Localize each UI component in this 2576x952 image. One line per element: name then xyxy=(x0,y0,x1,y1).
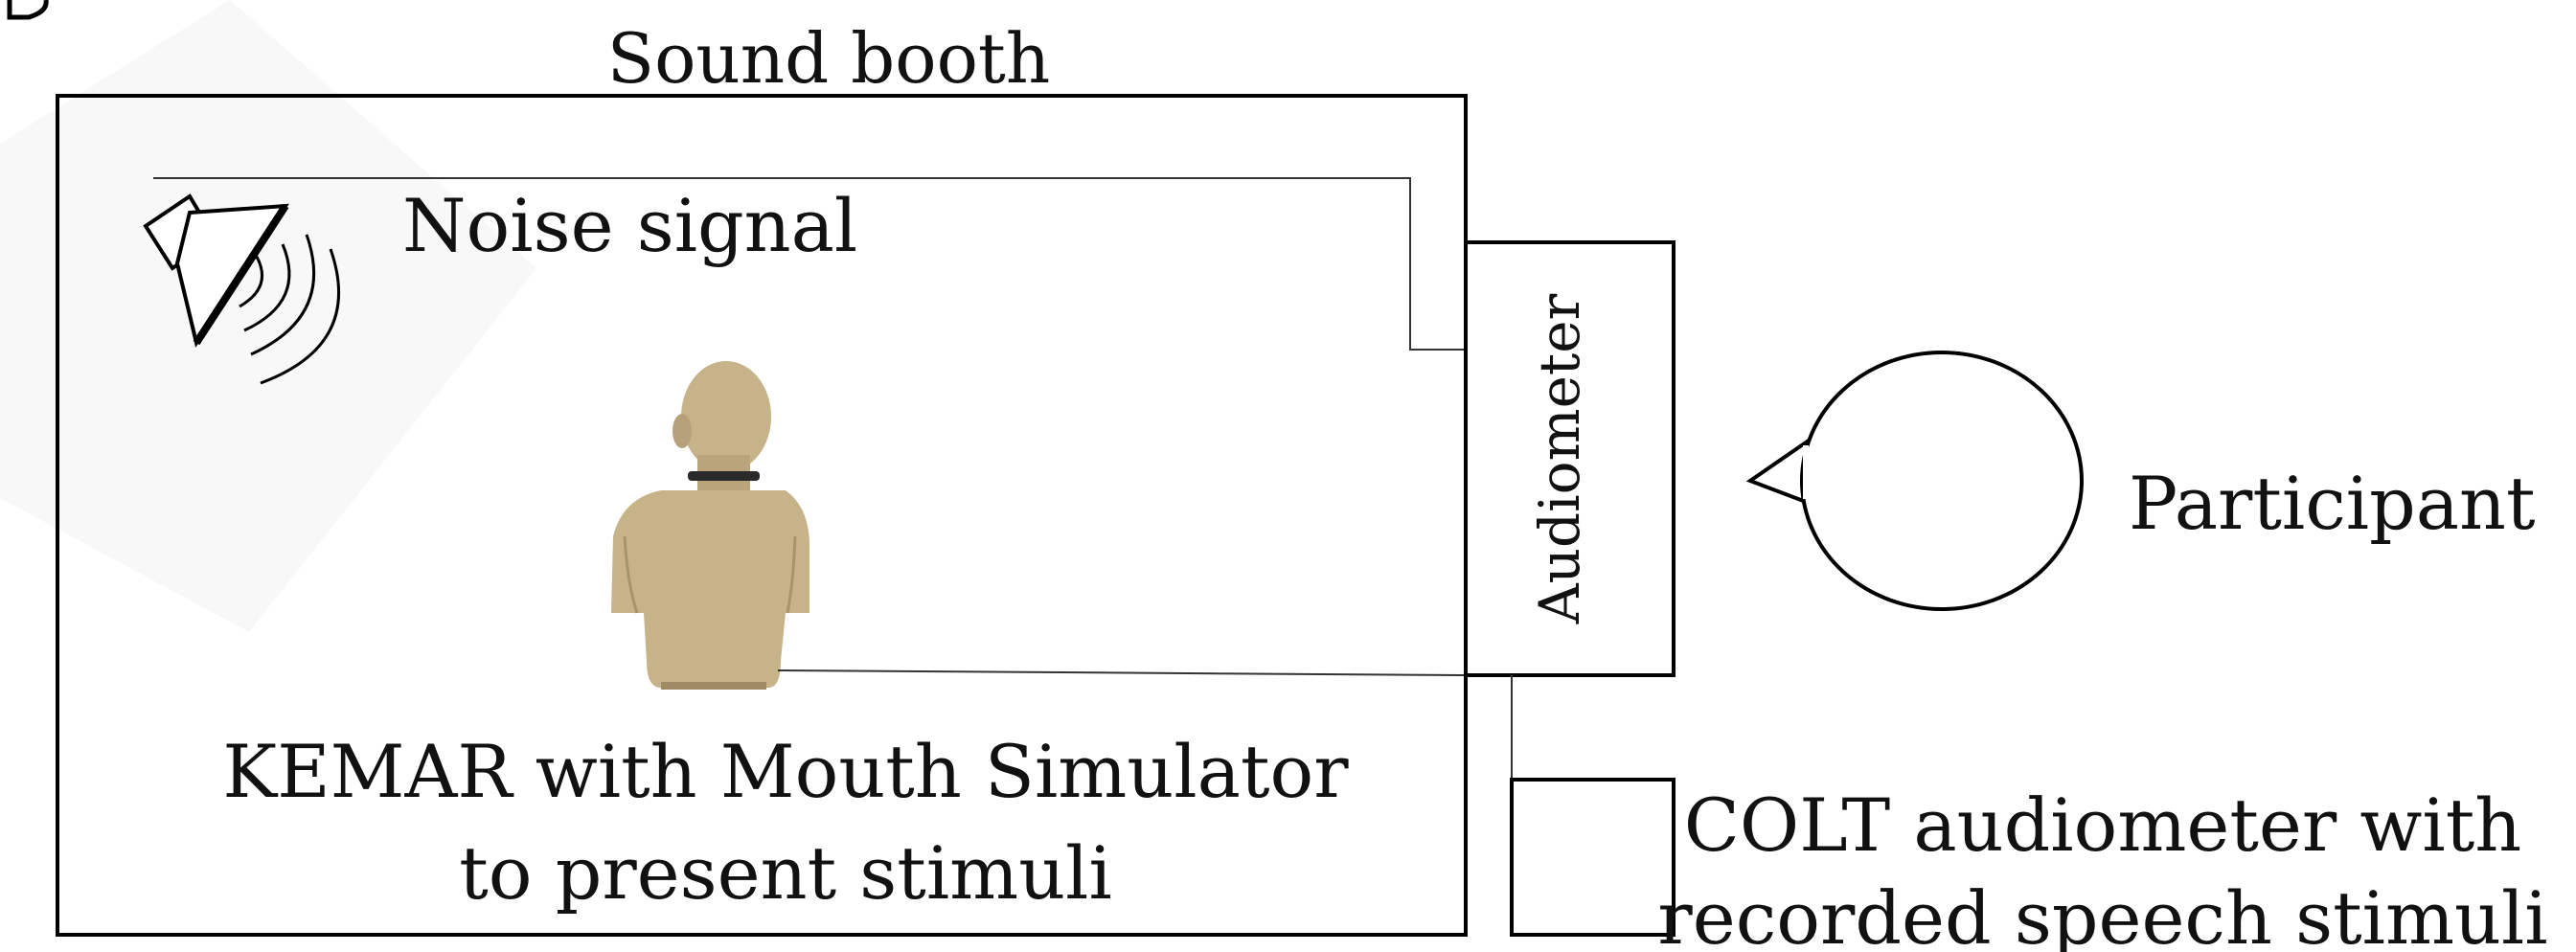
participant-label: Participant xyxy=(2129,461,2536,546)
kemar-label-line2: to present stimuli xyxy=(459,830,1112,916)
participant-head-icon xyxy=(1745,351,2084,611)
audiometer-label: Audiometer xyxy=(1527,293,1592,624)
kemar-wire xyxy=(777,669,1467,676)
noise-signal-wire xyxy=(153,177,1466,351)
colt-audiometer-box xyxy=(1510,778,1676,937)
kemar-label-line1: KEMAR with Mouth Simulator xyxy=(222,729,1349,814)
noise-signal-label: Noise signal xyxy=(402,183,857,268)
kemar-mannequin-icon xyxy=(611,361,809,690)
sound-booth-title: Sound booth xyxy=(607,18,1050,99)
speaker-icon xyxy=(143,193,340,385)
colt-label-line2: recorded speech stimuli xyxy=(1657,875,2547,952)
cropped-glyph xyxy=(7,0,49,20)
audiometer-box xyxy=(1464,240,1676,677)
colt-label-line1: COLT audiometer with xyxy=(1684,782,2521,868)
